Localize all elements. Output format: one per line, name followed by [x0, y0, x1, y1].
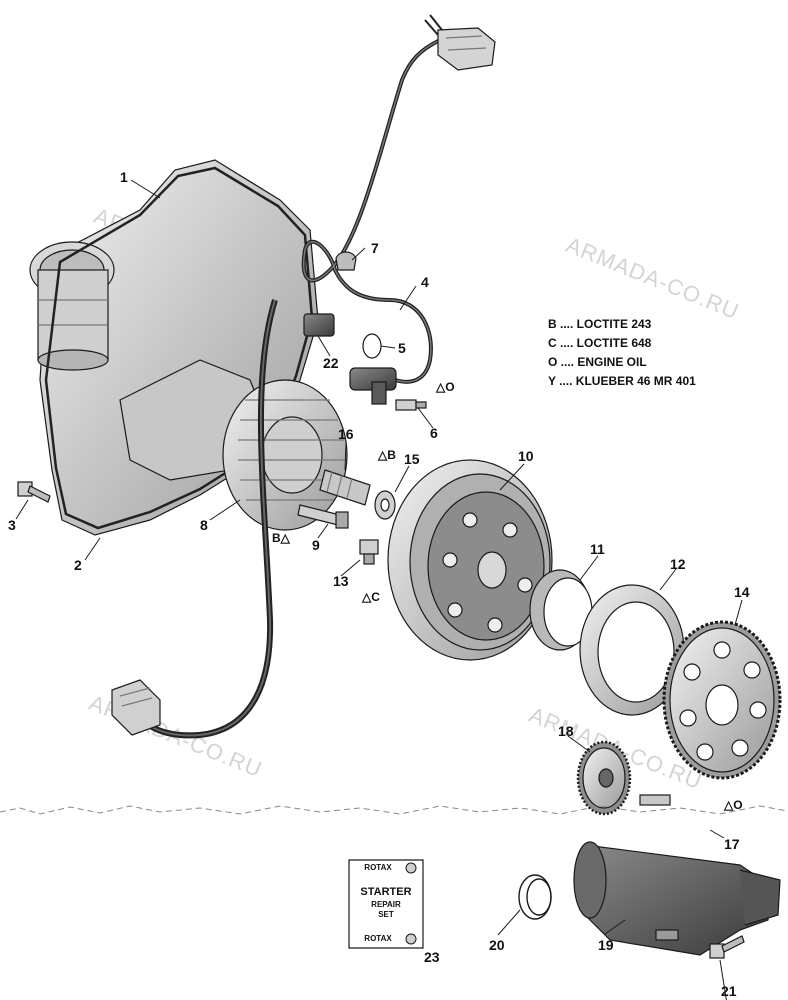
stator-connector [111, 679, 161, 736]
position-sensor [349, 367, 397, 405]
kit-line-1: REPAIR [371, 900, 401, 909]
callout-7: 7 [371, 240, 379, 256]
screw-13 [359, 539, 379, 565]
callout-23: 23 [424, 949, 440, 965]
callout-5: 5 [398, 340, 406, 356]
callout-10: 10 [518, 448, 534, 464]
torn-edge [0, 805, 788, 815]
connector-22 [303, 313, 335, 337]
callout-6: 6 [430, 425, 438, 441]
stator [222, 379, 348, 531]
bolt-3 [17, 481, 51, 503]
legend-row: C .... LOCTITE 648 [548, 336, 652, 350]
callout-14: 14 [734, 584, 750, 600]
ring-11 [529, 569, 593, 651]
callout-13: 13 [333, 573, 349, 589]
lubricant-mark-15: △B [378, 448, 396, 462]
callout-18: 18 [558, 723, 574, 739]
o-ring-5 [362, 333, 382, 359]
leader-lines [15, 179, 743, 1000]
bolt-21 [709, 935, 745, 959]
flywheel [387, 459, 553, 661]
screw-6 [395, 399, 427, 411]
starter-gear-14 [662, 620, 782, 780]
kit-title: STARTER [360, 886, 412, 898]
lubricant-mark-14: △O [724, 798, 743, 812]
legend-row: O .... ENGINE OIL [548, 355, 647, 369]
bolt-9 [297, 504, 349, 529]
starter-repair-set-card: ROTAX STARTER REPAIR SET ROTAX [345, 858, 427, 950]
callout-21: 21 [721, 983, 737, 999]
shaft-17 [639, 794, 671, 806]
callout-12: 12 [670, 556, 686, 572]
starter-motor [573, 841, 781, 956]
callout-4: 4 [421, 274, 429, 290]
lubricant-mark-13: △C [362, 590, 380, 604]
callout-15: 15 [404, 451, 420, 467]
callout-2: 2 [74, 557, 82, 573]
callout-11: 11 [590, 541, 605, 557]
intermediate-gear-18 [576, 740, 632, 816]
washer-15 [374, 490, 396, 520]
callout-17: 17 [724, 836, 740, 852]
callout-3: 3 [8, 517, 16, 533]
callout-1: 1 [120, 169, 128, 185]
lubricant-mark-9: B△ [272, 531, 290, 545]
callout-19: 19 [598, 937, 614, 953]
kit-brand-top: ROTAX [364, 863, 392, 872]
callout-20: 20 [489, 937, 505, 953]
gear-ring-12 [579, 584, 685, 716]
o-ring-20 [518, 874, 552, 920]
lubricant-mark-6: △O [436, 380, 455, 394]
kit-brand-bottom: ROTAX [364, 934, 392, 943]
legend-row: B .... LOCTITE 243 [548, 317, 652, 331]
clip [335, 251, 357, 271]
spacer-16 [319, 469, 371, 506]
callout-16: 16 [338, 426, 354, 442]
legend-row: Y .... KLUEBER 46 MR 401 [548, 374, 696, 388]
callout-22: 22 [323, 355, 339, 371]
callout-8: 8 [200, 517, 208, 533]
sensor-connector [424, 14, 496, 71]
lubricant-legend: B .... LOCTITE 243 C .... LOCTITE 648 O … [548, 315, 696, 391]
callout-9: 9 [312, 537, 320, 553]
kit-line-2: SET [378, 910, 394, 919]
